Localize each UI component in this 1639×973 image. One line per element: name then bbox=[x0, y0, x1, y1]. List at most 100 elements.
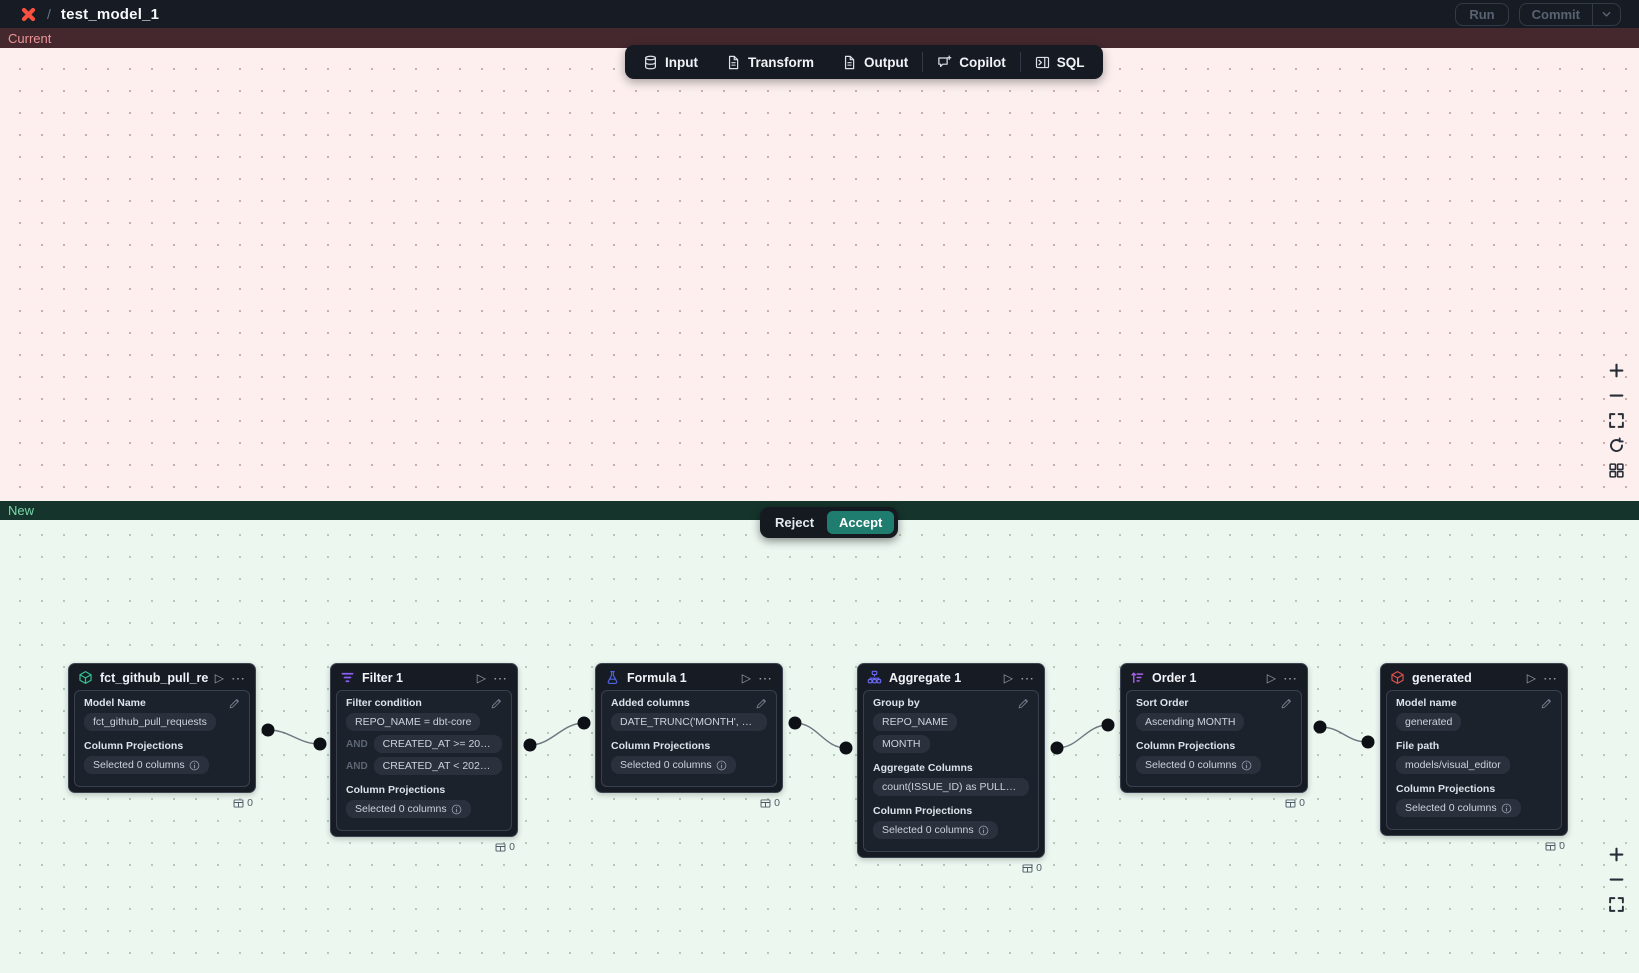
current-canvas[interactable] bbox=[0, 48, 1639, 501]
node-header: Formula 1 ▷ ⋯ bbox=[596, 664, 782, 690]
pill-row: DATE_TRUNC('MONTH', CREATED_AT… bbox=[611, 713, 767, 731]
value-pill[interactable]: Selected 0 columns bbox=[84, 756, 209, 774]
accept-button[interactable]: Accept bbox=[827, 511, 894, 534]
pencil-icon[interactable] bbox=[1280, 697, 1293, 710]
run-button[interactable]: Run bbox=[1455, 3, 1508, 26]
output-handle[interactable] bbox=[1051, 742, 1064, 755]
node-toolbar: InputTransform Output Copilot SQL bbox=[625, 45, 1103, 79]
toolbar-input-button[interactable]: Input bbox=[629, 45, 712, 79]
node-filter-1[interactable]: Filter 1▷⋯Filter conditionREPO_NAME = db… bbox=[330, 663, 518, 837]
value-pill[interactable]: Ascending MONTH bbox=[1136, 713, 1244, 731]
input-handle[interactable] bbox=[1362, 736, 1375, 749]
node-menu-button[interactable]: ⋯ bbox=[758, 673, 773, 683]
output-handle[interactable] bbox=[789, 717, 802, 730]
value-pill[interactable]: CREATED_AT >= 2024-12-01 bbox=[374, 735, 502, 753]
field-label: Added columns bbox=[611, 697, 767, 710]
input-handle[interactable] bbox=[1102, 719, 1115, 732]
node-aggregate-1[interactable]: Aggregate 1▷⋯Group byREPO_NAMEMONTHAggre… bbox=[857, 663, 1045, 858]
node-menu-button[interactable]: ⋯ bbox=[493, 673, 508, 683]
fit-view-button[interactable] bbox=[1605, 893, 1628, 916]
reject-button[interactable]: Reject bbox=[764, 511, 825, 534]
field-label: Column Projections bbox=[873, 805, 1029, 818]
pill-row: Selected 0 columns bbox=[1396, 799, 1552, 817]
pill-text: Selected 0 columns bbox=[1145, 758, 1237, 772]
fit-view-button[interactable] bbox=[1605, 409, 1628, 432]
toolbar-transform-button[interactable]: Transform bbox=[712, 45, 828, 79]
value-pill[interactable]: DATE_TRUNC('MONTH', CREATED_AT… bbox=[611, 713, 767, 731]
pencil-icon[interactable] bbox=[490, 697, 503, 710]
value-pill[interactable]: Selected 0 columns bbox=[611, 756, 736, 774]
node-generated[interactable]: generated▷⋯Model namegeneratedFile pathm… bbox=[1380, 663, 1568, 836]
node-body: Sort OrderAscending MONTHColumn Projecti… bbox=[1126, 690, 1302, 787]
value-pill[interactable]: Selected 0 columns bbox=[1396, 799, 1521, 817]
node-fct-github-pull-requests[interactable]: fct_github_pull_requests▷⋯Model Namefct_… bbox=[68, 663, 256, 793]
node-title: Formula 1 bbox=[627, 671, 735, 685]
pill-row: Selected 0 columns bbox=[346, 800, 502, 818]
zoom-out-button[interactable] bbox=[1605, 384, 1628, 407]
pill-row: Selected 0 columns bbox=[1136, 756, 1292, 774]
pill-row: Selected 0 columns bbox=[611, 756, 767, 774]
output-handle[interactable] bbox=[1314, 721, 1327, 734]
node-header: fct_github_pull_requests ▷ ⋯ bbox=[69, 664, 255, 690]
node-run-icon[interactable]: ▷ bbox=[1267, 672, 1276, 684]
commit-button[interactable]: Commit bbox=[1520, 4, 1592, 25]
pill-text: CREATED_AT < 2025-03-01 bbox=[383, 759, 493, 773]
node-order-1[interactable]: Order 1▷⋯Sort OrderAscending MONTHColumn… bbox=[1120, 663, 1308, 793]
node-title: fct_github_pull_requests bbox=[100, 671, 208, 685]
toolbar-sql-label: SQL bbox=[1057, 55, 1085, 70]
output-handle[interactable] bbox=[262, 724, 275, 737]
pencil-icon[interactable] bbox=[228, 697, 241, 710]
toolbar-output-button[interactable]: Output bbox=[828, 45, 922, 79]
table-icon bbox=[233, 798, 244, 809]
zoom-in-button[interactable] bbox=[1605, 843, 1628, 866]
toolbar-sql-button[interactable]: SQL bbox=[1021, 45, 1099, 79]
value-pill[interactable]: CREATED_AT < 2025-03-01 bbox=[374, 757, 502, 775]
node-run-icon[interactable]: ▷ bbox=[215, 672, 224, 684]
input-handle[interactable] bbox=[314, 738, 327, 751]
node-title: Filter 1 bbox=[362, 671, 470, 685]
pill-row: fct_github_pull_requests bbox=[84, 713, 240, 731]
value-pill[interactable]: Selected 0 columns bbox=[1136, 756, 1261, 774]
input-handle[interactable] bbox=[578, 717, 591, 730]
zoom-in-button[interactable] bbox=[1605, 359, 1628, 382]
refresh-button[interactable] bbox=[1605, 434, 1628, 457]
zoom-out-icon bbox=[1608, 387, 1625, 404]
pill-text: Selected 0 columns bbox=[93, 758, 185, 772]
node-formula-1[interactable]: Formula 1 ▷ ⋯ Added columnsDATE_TRUNC('MONT… bbox=[595, 663, 783, 793]
node-row-count: 0 bbox=[495, 841, 515, 853]
output-handle[interactable] bbox=[524, 739, 537, 752]
value-pill[interactable]: REPO_NAME bbox=[873, 713, 957, 731]
value-pill[interactable]: fct_github_pull_requests bbox=[84, 713, 216, 731]
node-menu-button[interactable]: ⋯ bbox=[231, 673, 246, 683]
node-run-icon[interactable]: ▷ bbox=[742, 672, 751, 684]
value-pill[interactable]: MONTH bbox=[873, 735, 930, 753]
field-label: Column Projections bbox=[84, 740, 240, 753]
value-pill[interactable]: models/visual_editor bbox=[1396, 756, 1510, 774]
field-label: Group by bbox=[873, 697, 1029, 710]
dbt-logo[interactable] bbox=[20, 6, 37, 23]
pencil-icon[interactable] bbox=[1540, 697, 1553, 710]
input-handle[interactable] bbox=[840, 742, 853, 755]
node-menu-button[interactable]: ⋯ bbox=[1020, 673, 1035, 683]
node-run-icon[interactable]: ▷ bbox=[1004, 672, 1013, 684]
pill-text: generated bbox=[1405, 715, 1452, 729]
node-menu-button[interactable]: ⋯ bbox=[1283, 673, 1298, 683]
node-run-icon[interactable]: ▷ bbox=[1527, 672, 1536, 684]
zoom-out-button[interactable] bbox=[1605, 868, 1628, 891]
layout-grid-button[interactable] bbox=[1605, 459, 1628, 482]
value-pill[interactable]: count(ISSUE_ID) as PULL_REQUEST_… bbox=[873, 778, 1029, 796]
value-pill[interactable]: REPO_NAME = dbt-core bbox=[346, 713, 480, 731]
node-menu-button[interactable]: ⋯ bbox=[1543, 673, 1558, 683]
node-run-icon[interactable]: ▷ bbox=[477, 672, 486, 684]
info-icon bbox=[189, 760, 200, 771]
value-pill[interactable]: Selected 0 columns bbox=[346, 800, 471, 818]
toolbar-output-label: Output bbox=[864, 55, 908, 70]
filter-icon bbox=[340, 670, 355, 685]
commit-dropdown-button[interactable] bbox=[1593, 4, 1620, 25]
pencil-icon[interactable] bbox=[1017, 697, 1030, 710]
value-pill[interactable]: Selected 0 columns bbox=[873, 821, 998, 839]
database-icon bbox=[643, 55, 658, 70]
toolbar-copilot-button[interactable]: Copilot bbox=[923, 45, 1020, 79]
value-pill[interactable]: generated bbox=[1396, 713, 1461, 731]
pencil-icon[interactable] bbox=[755, 697, 768, 710]
